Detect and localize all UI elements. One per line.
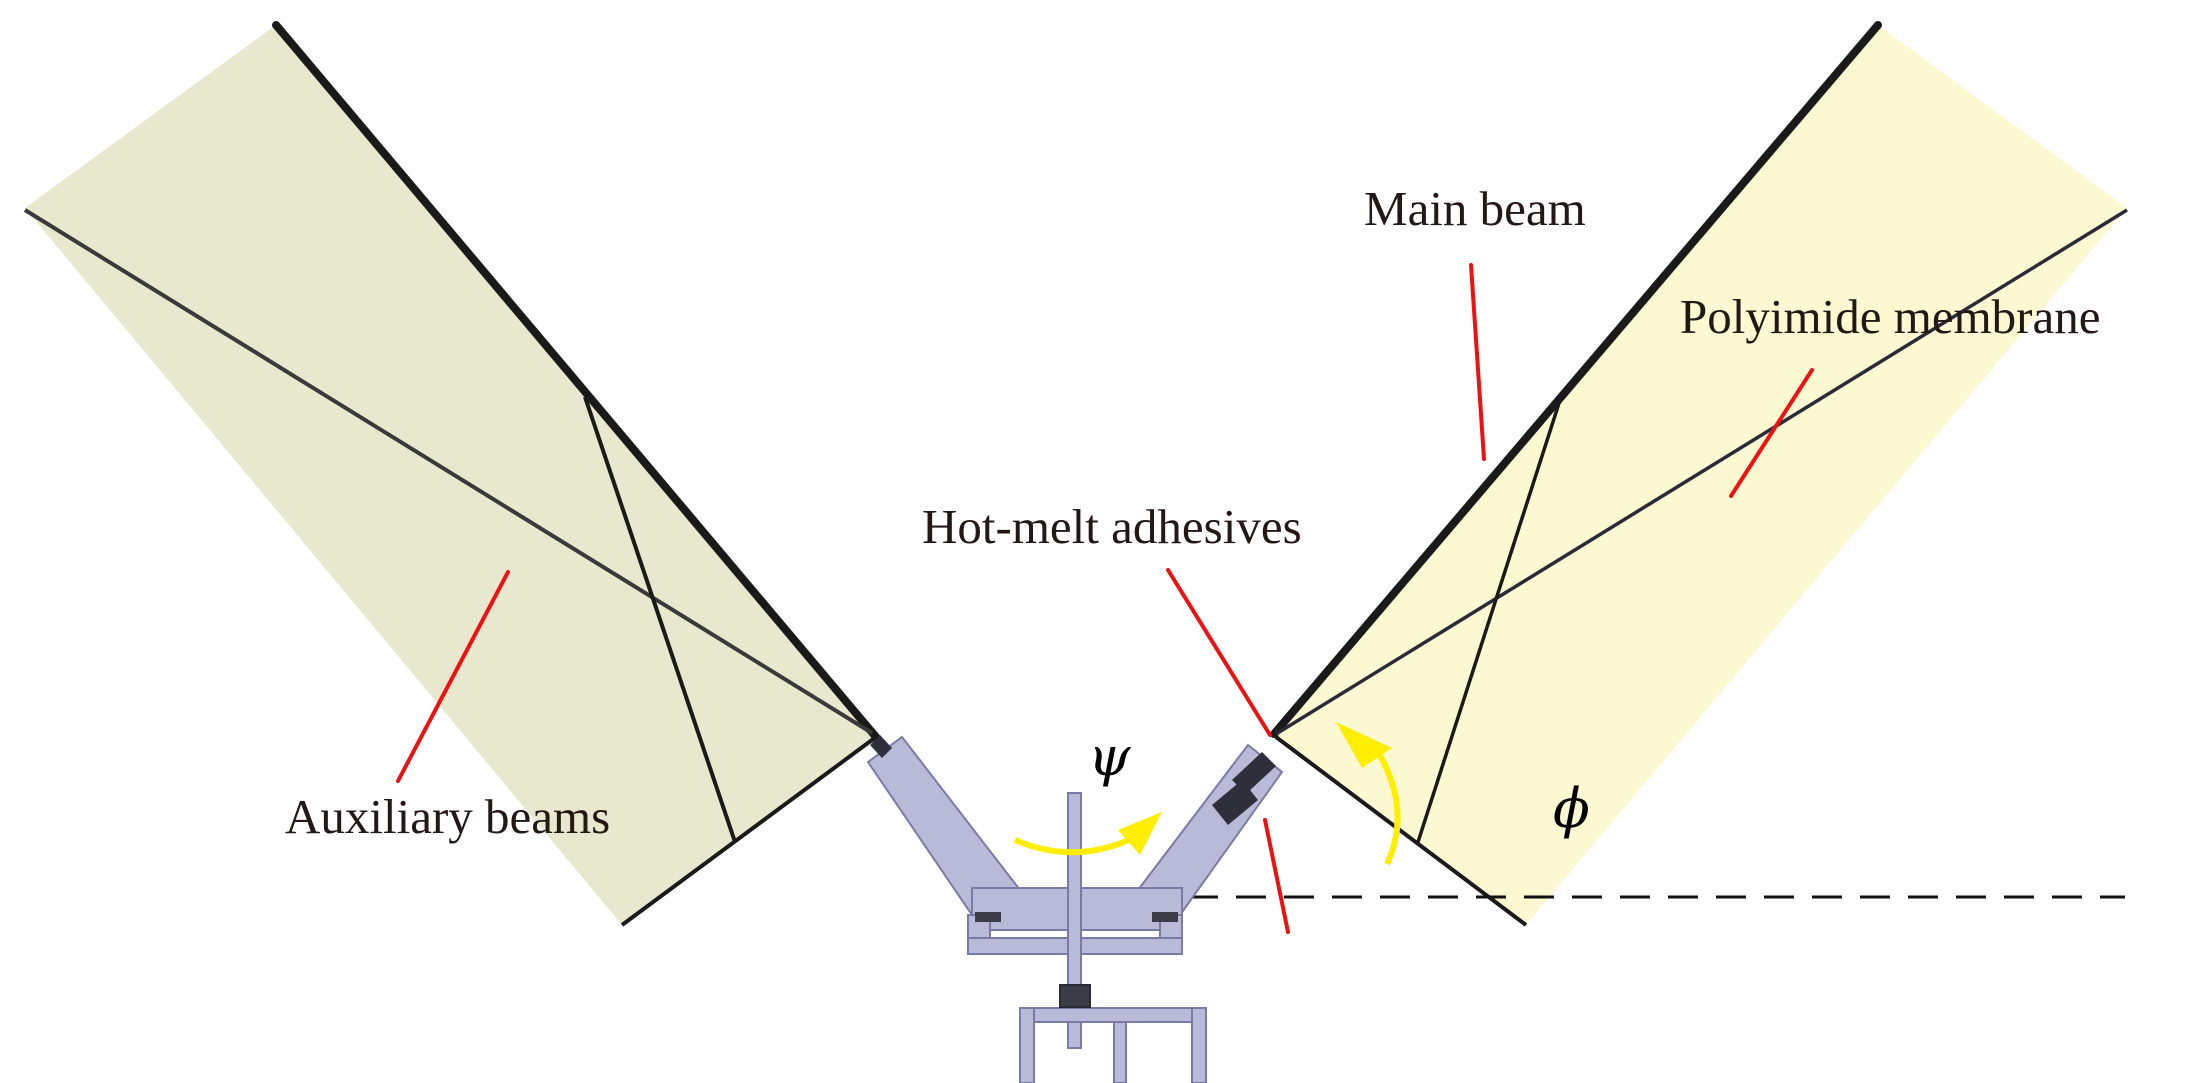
leader-hot-melt-adhesives-lower <box>1263 818 1290 934</box>
left-main-beam <box>272 21 880 741</box>
hinge-pad-right <box>1152 912 1178 922</box>
leader-hot-melt-adhesives-upper <box>1166 568 1272 737</box>
right-main-beam <box>1270 21 1882 738</box>
left-auxiliary-beam-long <box>23 208 874 735</box>
polyimide-membrane-label: Polyimide membrane <box>1680 289 2101 344</box>
base-bracket-mid-leg <box>1113 1021 1127 1083</box>
hinge-mechanism <box>866 735 1284 1083</box>
leader-lines <box>396 263 1814 934</box>
left-hinge-joint-dark <box>870 735 892 758</box>
hot-melt-adhesives-label: Hot-melt adhesives <box>922 499 1302 554</box>
phi-angle-label: ϕ <box>1553 777 1590 840</box>
right-hinge-joint-block <box>1212 780 1258 825</box>
phi-rotation-arrow <box>1336 722 1401 866</box>
right-auxiliary-beam-long <box>1275 208 2128 736</box>
psi-rotation-arrow <box>1013 812 1162 856</box>
hinge-pad-left <box>975 912 1001 922</box>
right-auxiliary-beam-cross <box>1416 396 1563 843</box>
base-bracket-right-leg <box>1191 1007 1207 1083</box>
right-membrane-bottom-edge <box>1274 735 1528 927</box>
left-auxiliary-beam-cross <box>583 396 737 843</box>
leader-polyimide-membrane <box>1729 368 1814 498</box>
left-wing <box>23 21 880 927</box>
main-beam-label: Main beam <box>1364 181 1586 236</box>
shaft-collar <box>1059 984 1091 1008</box>
right-polyimide-membrane <box>1274 25 2127 925</box>
base-bracket-left-leg <box>1019 1007 1035 1083</box>
right-wing <box>1270 21 2128 927</box>
left-membrane-bottom-edge <box>620 735 878 927</box>
leader-main-beam <box>1469 263 1486 461</box>
psi-angle-label: ψ <box>1088 725 1131 788</box>
leader-auxiliary-beams <box>396 570 510 783</box>
base-bracket-top <box>1019 1007 1207 1023</box>
auxiliary-beams-label: Auxiliary beams <box>285 789 610 844</box>
